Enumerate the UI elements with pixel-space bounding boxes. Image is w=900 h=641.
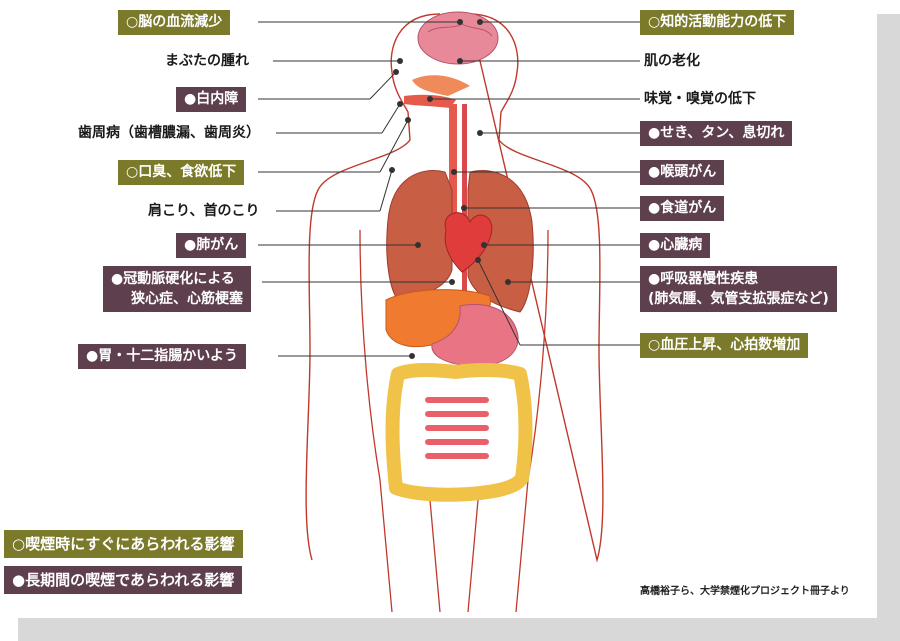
brain-organ bbox=[417, 11, 499, 65]
label-copd: ●呼吸器慢性疾患 (肺気腫、気管支拡張症など) bbox=[640, 266, 837, 312]
label-brain-blood-flow: ○脳の血流減少 bbox=[118, 10, 231, 35]
label-bp-rise: ○血圧上昇、心拍数増加 bbox=[640, 333, 809, 358]
legend-immediate: ○喫煙時にすぐにあらわれる影響 bbox=[4, 530, 243, 558]
small-intestine bbox=[425, 397, 489, 459]
label-copd-line2: (肺気腫、気管支拡張症など) bbox=[648, 291, 829, 307]
line-shoulder bbox=[379, 169, 393, 212]
label-heart-disease: ●心臓病 bbox=[640, 233, 711, 258]
line-cataract bbox=[369, 71, 397, 100]
shadow-bottom bbox=[18, 618, 900, 641]
label-esophageal-cancer: ●食道がん bbox=[640, 196, 725, 221]
large-intestine bbox=[385, 363, 533, 502]
label-coronary: ●冠動脈硬化による 狭心症、心筋梗塞 bbox=[103, 266, 251, 312]
label-cataract: ●白内障 bbox=[176, 87, 247, 112]
label-intellect-decline: ○知的活動能力の低下 bbox=[640, 10, 795, 35]
torso-outline bbox=[359, 229, 549, 613]
label-coronary-line2: 狭心症、心筋梗塞 bbox=[131, 291, 243, 307]
label-lung-cancer: ●肺がん bbox=[176, 233, 247, 258]
label-periodontal: 歯周病（歯槽膿漏、歯周炎） bbox=[78, 125, 260, 141]
label-cough: ●せき、タン、息切れ bbox=[640, 121, 793, 146]
source-credit: 高橋裕子ら、大学禁煙化プロジェクト冊子より bbox=[640, 586, 850, 597]
legend-longterm: ●長期間の喫煙であらわれる影響 bbox=[4, 566, 243, 594]
label-skin-aging: 肌の老化 bbox=[644, 53, 700, 69]
shadow-right bbox=[877, 14, 900, 641]
heart-organ bbox=[444, 212, 493, 273]
label-throat-cancer: ●喉頭がん bbox=[640, 160, 725, 185]
nasal-cavity bbox=[412, 75, 470, 96]
label-shoulder-neck: 肩こり、首のこり bbox=[148, 203, 260, 219]
label-bad-breath: ○口臭、食欲低下 bbox=[118, 160, 245, 185]
label-stomach-ulcer: ●胃・十二指腸かいよう bbox=[78, 344, 246, 369]
line-breath bbox=[379, 119, 409, 173]
label-coronary-line1: ●冠動脈硬化による bbox=[111, 271, 235, 287]
label-eyelid-swelling: まぶたの腫れ bbox=[165, 53, 249, 69]
left-lung bbox=[386, 170, 453, 301]
trachea bbox=[449, 104, 457, 214]
body-outline bbox=[305, 13, 604, 563]
label-taste-smell: 味覚・嗅覚の低下 bbox=[644, 91, 756, 107]
esophagus bbox=[462, 104, 467, 304]
line-periodontal bbox=[381, 103, 401, 134]
label-copd-line1: ●呼吸器慢性疾患 bbox=[648, 271, 759, 287]
